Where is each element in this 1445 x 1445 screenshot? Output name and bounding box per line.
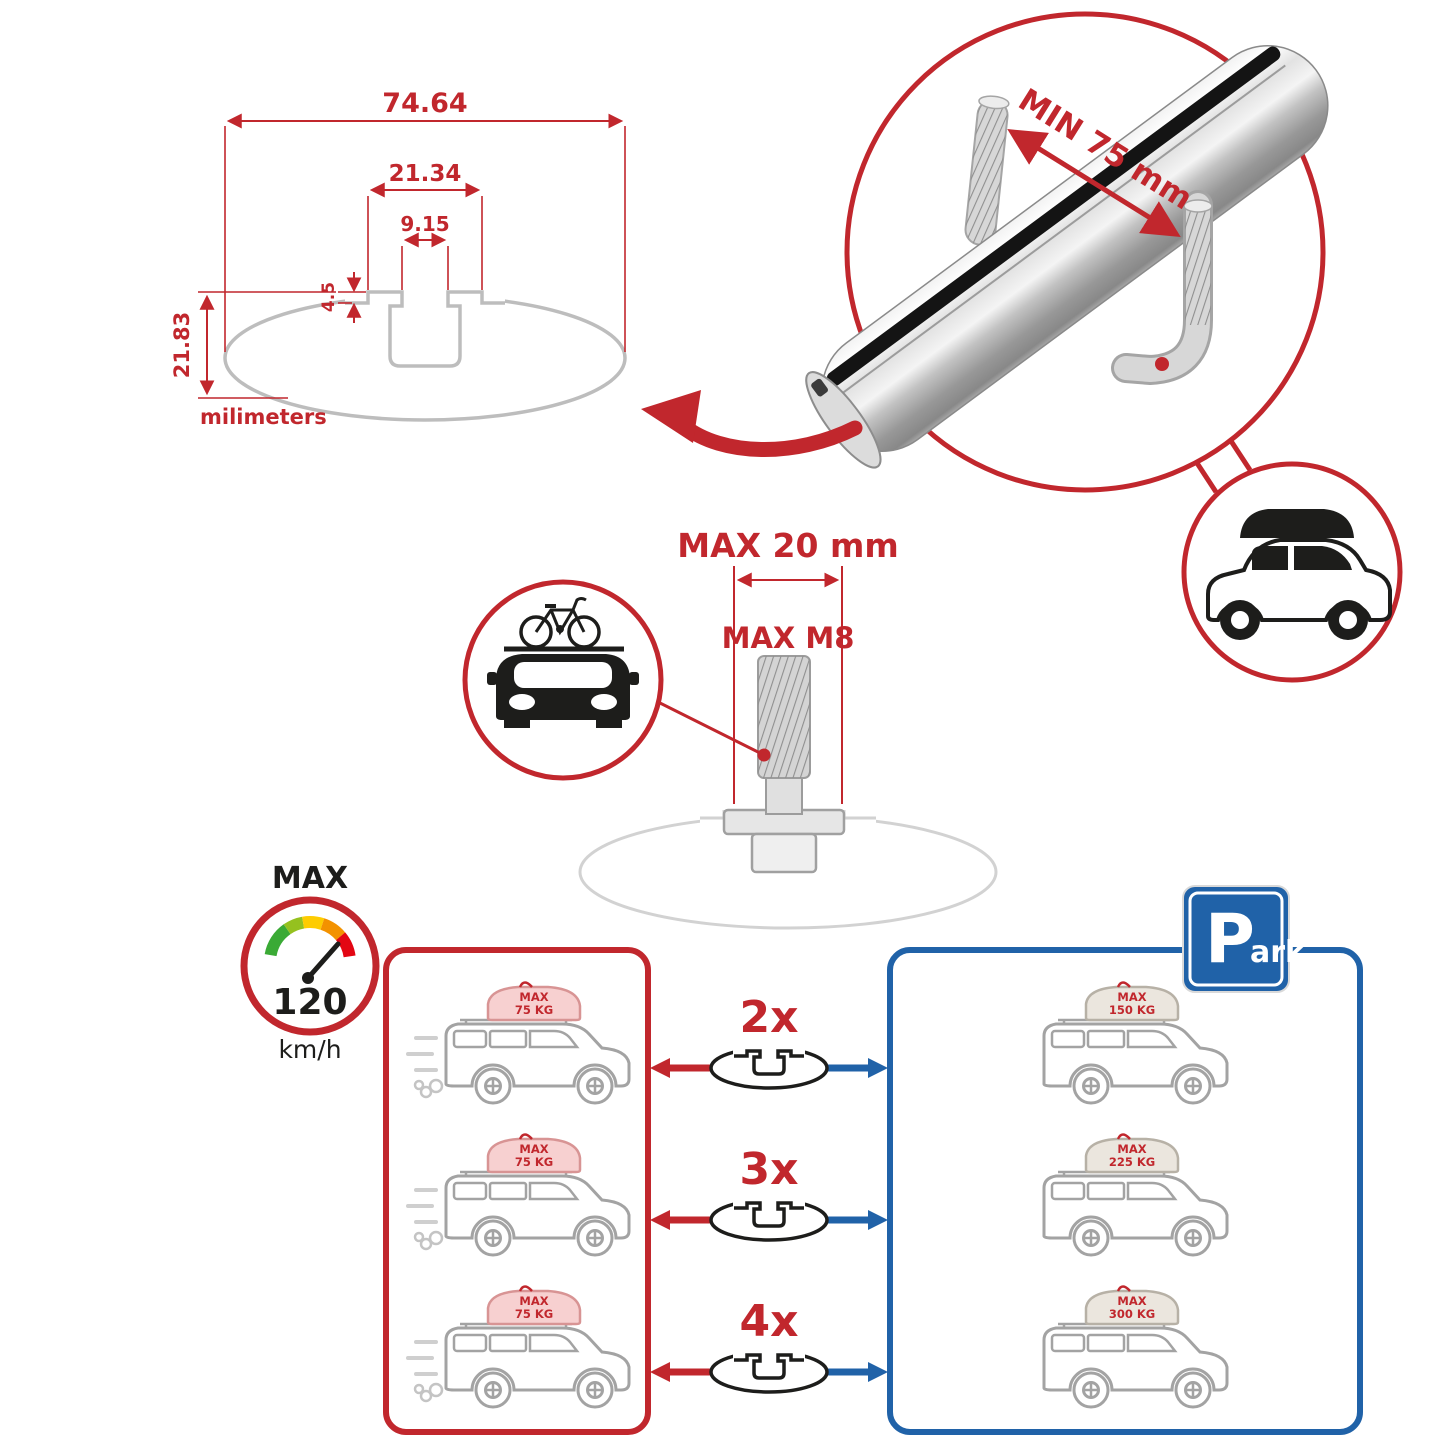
bag-hook-icon [1116, 1285, 1131, 1292]
suv-roofbox-bubble [1181, 461, 1403, 683]
car-parked-3: MAX 300 KG [1042, 1285, 1229, 1409]
bag-hook-icon [518, 981, 533, 988]
left-arrow-icon [650, 1058, 670, 1078]
right-arrow-icon [868, 1362, 888, 1382]
car-driving-3: MAX 75 KG [406, 1285, 631, 1409]
dim-lip: 4.5 [319, 272, 366, 323]
dim-total-width: 74.64 [224, 88, 626, 352]
bag-label-max: MAX [1117, 990, 1146, 1004]
pointer-arrow-to-section [641, 390, 863, 457]
bag-label-kg: 75 KG [515, 1155, 553, 1169]
units-label: milimeters [200, 405, 327, 429]
bag-label-max: MAX [1117, 1142, 1146, 1156]
dim-inner-channel-label: 9.15 [400, 212, 449, 236]
bag-label-max: MAX [519, 1294, 548, 1308]
roof-box [1240, 509, 1354, 538]
roof-bag: MAX 75 KG [486, 981, 582, 1022]
crossbar-profile-icon [709, 1348, 829, 1394]
roof-bag: MAX 150 KG [1084, 981, 1180, 1022]
bag-label-kg: 150 KG [1109, 1003, 1155, 1017]
car-driving-2: MAX 75 KG [406, 1133, 631, 1257]
bag-label-kg: 75 KG [515, 1003, 553, 1017]
bag-label-kg: 225 KG [1109, 1155, 1155, 1169]
bag-label-max: MAX [519, 1142, 548, 1156]
roof-bag: MAX 300 KG [1084, 1285, 1180, 1326]
leader-dot [757, 748, 771, 762]
gauge-arcs [264, 916, 356, 958]
leader-line [657, 700, 763, 756]
clamp-rod-front [1111, 190, 1213, 386]
cross-section-diagram: 74.64 21.34 9.15 4.5 21.8 [170, 88, 627, 429]
dim-outer-channel: 21.34 [367, 161, 483, 290]
max-width-label: MAX 20 mm [677, 526, 899, 565]
qty-row-4x: 4x [650, 1296, 888, 1394]
qty-label: 4x [740, 1296, 799, 1347]
park-sign-p: P [1205, 900, 1255, 979]
left-arrow-icon [650, 1210, 670, 1230]
bag-hook-icon [518, 1285, 533, 1292]
parked-load-panel: MAX 150 KG MAX 225 KG MAX 300 KG [887, 885, 1363, 1435]
dim-outer-channel-label: 21.34 [389, 161, 462, 187]
threaded-stud [757, 655, 811, 815]
car-parked-2: MAX 225 KG [1042, 1133, 1229, 1257]
car-parked-1: MAX 150 KG [1042, 981, 1229, 1105]
bar-quantity-rows: 2x 3x 4x [650, 992, 888, 1394]
max-thread-label: MAX M8 [722, 621, 855, 655]
clamp-point-dot [1155, 357, 1169, 371]
bag-label-kg: 300 KG [1109, 1307, 1155, 1321]
qty-row-3x: 3x [650, 1144, 888, 1242]
dim-profile-height-label: 21.83 [170, 312, 194, 378]
gauge-max-label: MAX [272, 861, 348, 896]
dim-profile-height: 21.83 [170, 291, 336, 399]
gauge-value: 120 [272, 982, 347, 1023]
car-driving-1: MAX 75 KG [406, 981, 631, 1105]
bag-hook-icon [1116, 1133, 1131, 1140]
right-arrow-icon [868, 1058, 888, 1078]
dim-max-bolt-width: MAX 20 mm MAX M8 [677, 526, 899, 804]
bag-label-max: MAX [519, 990, 548, 1004]
bag-label-max: MAX [1117, 1294, 1146, 1308]
roof-bag: MAX 75 KG [486, 1285, 582, 1326]
park-sign-ark: ark [1250, 935, 1306, 970]
driving-load-panel: MAX 75 KG MAX 75 KG MAX 75 KG [383, 947, 651, 1435]
bag-hook-icon [518, 1133, 533, 1140]
qty-label: 3x [740, 1144, 799, 1195]
clamp-rod-rear [964, 95, 1010, 246]
crossbar-profile-icon [709, 1196, 829, 1242]
dim-inner-channel: 9.15 [400, 212, 450, 290]
crossbar-profile-icon [709, 1044, 829, 1090]
speed-limit-gauge: MAX 120 km/h [240, 861, 380, 1064]
qty-label: 2x [740, 992, 799, 1043]
bag-hook-icon [1116, 981, 1131, 988]
profile-ellipse [223, 294, 627, 422]
bag-label-kg: 75 KG [515, 1307, 553, 1321]
left-arrow-icon [650, 1362, 670, 1382]
t-slot-nut [722, 808, 846, 874]
crossbar-photo-detail: MIN 75 mm [641, 11, 1403, 683]
profile-channel [345, 290, 505, 368]
car-front-view [487, 654, 639, 728]
right-arrow-icon [868, 1210, 888, 1230]
gauge-unit: km/h [278, 1035, 341, 1064]
qty-row-2x: 2x [650, 992, 888, 1090]
dim-total-width-label: 74.64 [382, 88, 467, 119]
bike-car-bubble [462, 579, 664, 781]
bolt-section: MAX 20 mm MAX M8 [462, 526, 998, 930]
dim-lip-label: 4.5 [319, 282, 339, 312]
roof-bag: MAX 225 KG [1084, 1133, 1180, 1174]
bar-end-cap [805, 371, 882, 469]
roof-bag: MAX 75 KG [486, 1133, 582, 1174]
park-sign: P ark [1182, 885, 1306, 993]
gauge-needle [305, 941, 341, 981]
